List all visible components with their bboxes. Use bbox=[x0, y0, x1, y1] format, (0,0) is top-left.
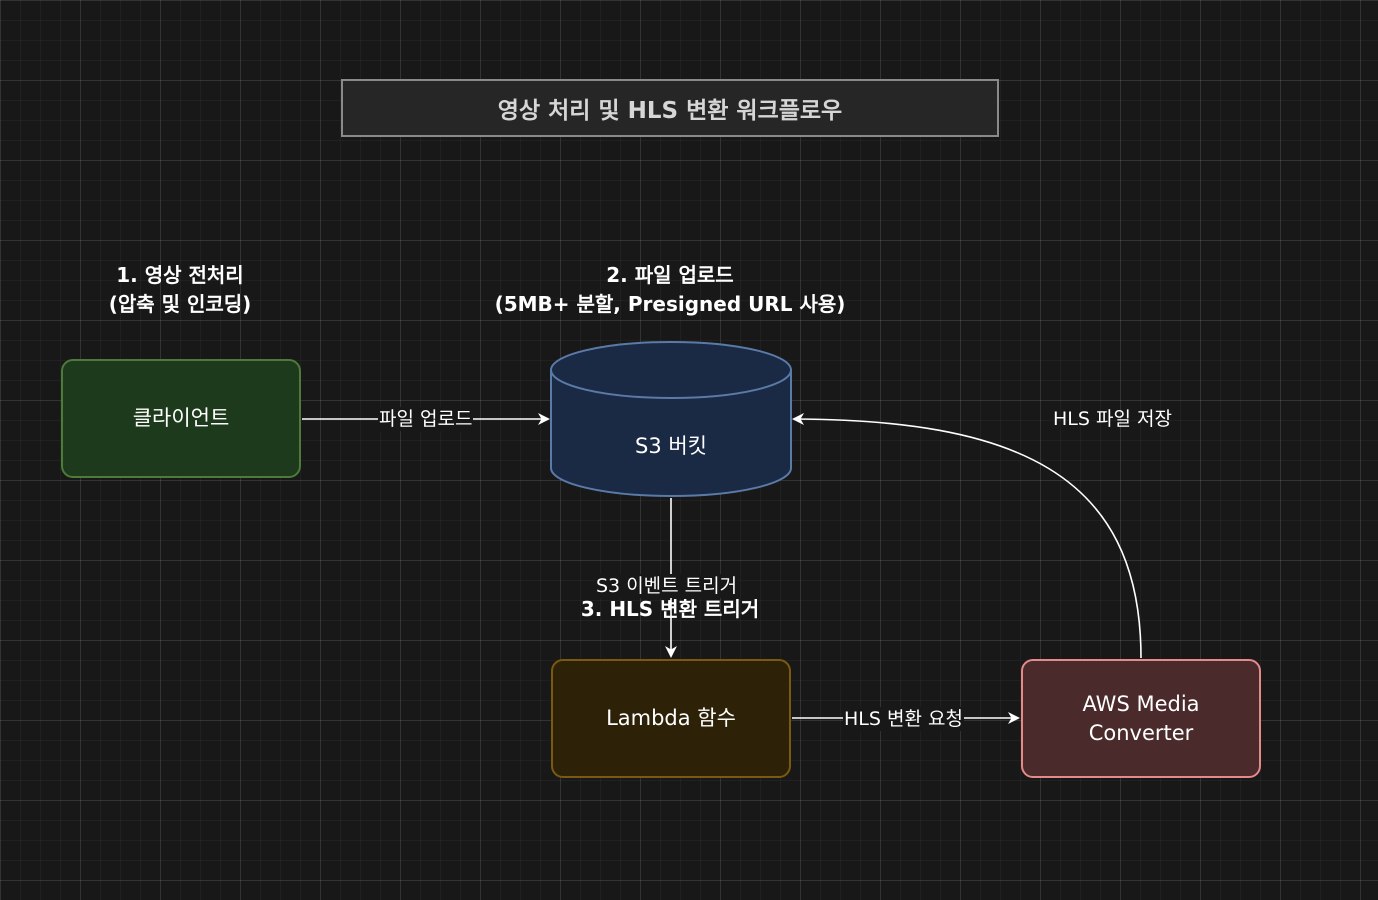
s3-bucket-cylinder[interactable] bbox=[550, 341, 792, 497]
aws-node-line2: Converter bbox=[1088, 720, 1194, 745]
edge-label-client-to-s3: 파일 업로드 bbox=[378, 407, 474, 431]
client-node[interactable]: 클라이언트 bbox=[61, 359, 301, 478]
edge-label-lambda-to-aws: HLS 변환 요청 bbox=[843, 707, 964, 731]
step2-label-line1: 2. 파일 업로드 bbox=[606, 263, 734, 287]
diagram-title: 영상 처리 및 HLS 변환 워크플로우 bbox=[341, 79, 999, 137]
s3-bucket-label: S3 버킷 bbox=[634, 434, 707, 458]
lambda-node[interactable]: Lambda 함수 bbox=[551, 659, 791, 778]
edge-label-s3-to-lambda: S3 이벤트 트리거 bbox=[595, 574, 739, 598]
step2-label-line2: (5MB+ 분할, Presigned URL 사용) bbox=[494, 292, 846, 316]
aws-node-line1: AWS Media bbox=[1082, 691, 1200, 716]
step1-label-line1: 1. 영상 전처리 bbox=[116, 263, 244, 287]
edge-aws-to-s3 bbox=[792, 413, 1142, 659]
aws-media-converter-node[interactable]: AWS Media Converter bbox=[1021, 659, 1261, 778]
edge-label-aws-to-s3: HLS 파일 저장 bbox=[1053, 408, 1172, 430]
step1-label-line2: (압축 및 인코딩) bbox=[108, 292, 252, 316]
step3-label: 3. HLS 변환 트리거 bbox=[580, 597, 760, 621]
step2-label: 2. 파일 업로드 (5MB+ 분할, Presigned URL 사용) bbox=[470, 261, 870, 319]
step1-label: 1. 영상 전처리 (압축 및 인코딩) bbox=[60, 261, 300, 319]
